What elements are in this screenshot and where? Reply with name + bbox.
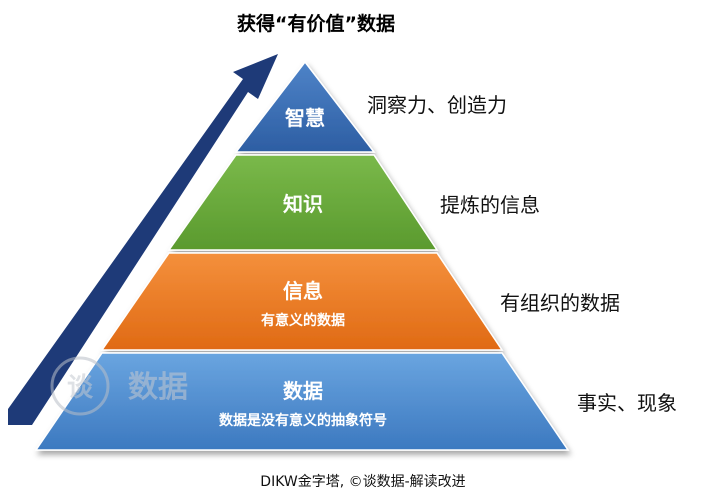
caption: DIKW金字塔, ©谈数据-解读改进 (260, 473, 465, 490)
pyramid (34, 60, 570, 451)
information-subtitle: 有意义的数据 (261, 312, 345, 329)
knowledge-title: 知识 (283, 192, 323, 216)
progress-arrow (8, 54, 278, 425)
wisdom-level (234, 60, 376, 153)
data-title: 数据 (283, 379, 323, 403)
information-title: 信息 (283, 279, 323, 303)
information-description: 有组织的数据 (500, 291, 620, 315)
watermark-logo-circle (50, 356, 110, 416)
data-level (34, 352, 570, 451)
knowledge-description: 提炼的信息 (440, 193, 540, 217)
data-description: 事实、现象 (577, 391, 677, 415)
data-subtitle: 数据是没有意义的抽象符号 (219, 412, 387, 429)
arrow-title: 获得“有价值”数据 (237, 12, 395, 35)
wisdom-title: 智慧 (285, 106, 325, 130)
knowledge-level (167, 154, 439, 251)
wisdom-description: 洞察力、创造力 (367, 93, 507, 117)
information-level (100, 252, 504, 351)
watermark-text: 数据 (128, 370, 188, 405)
watermark: 谈 数据 (50, 356, 188, 416)
watermark-logo-char: 谈 (67, 373, 94, 403)
arrow-shape (8, 54, 278, 425)
